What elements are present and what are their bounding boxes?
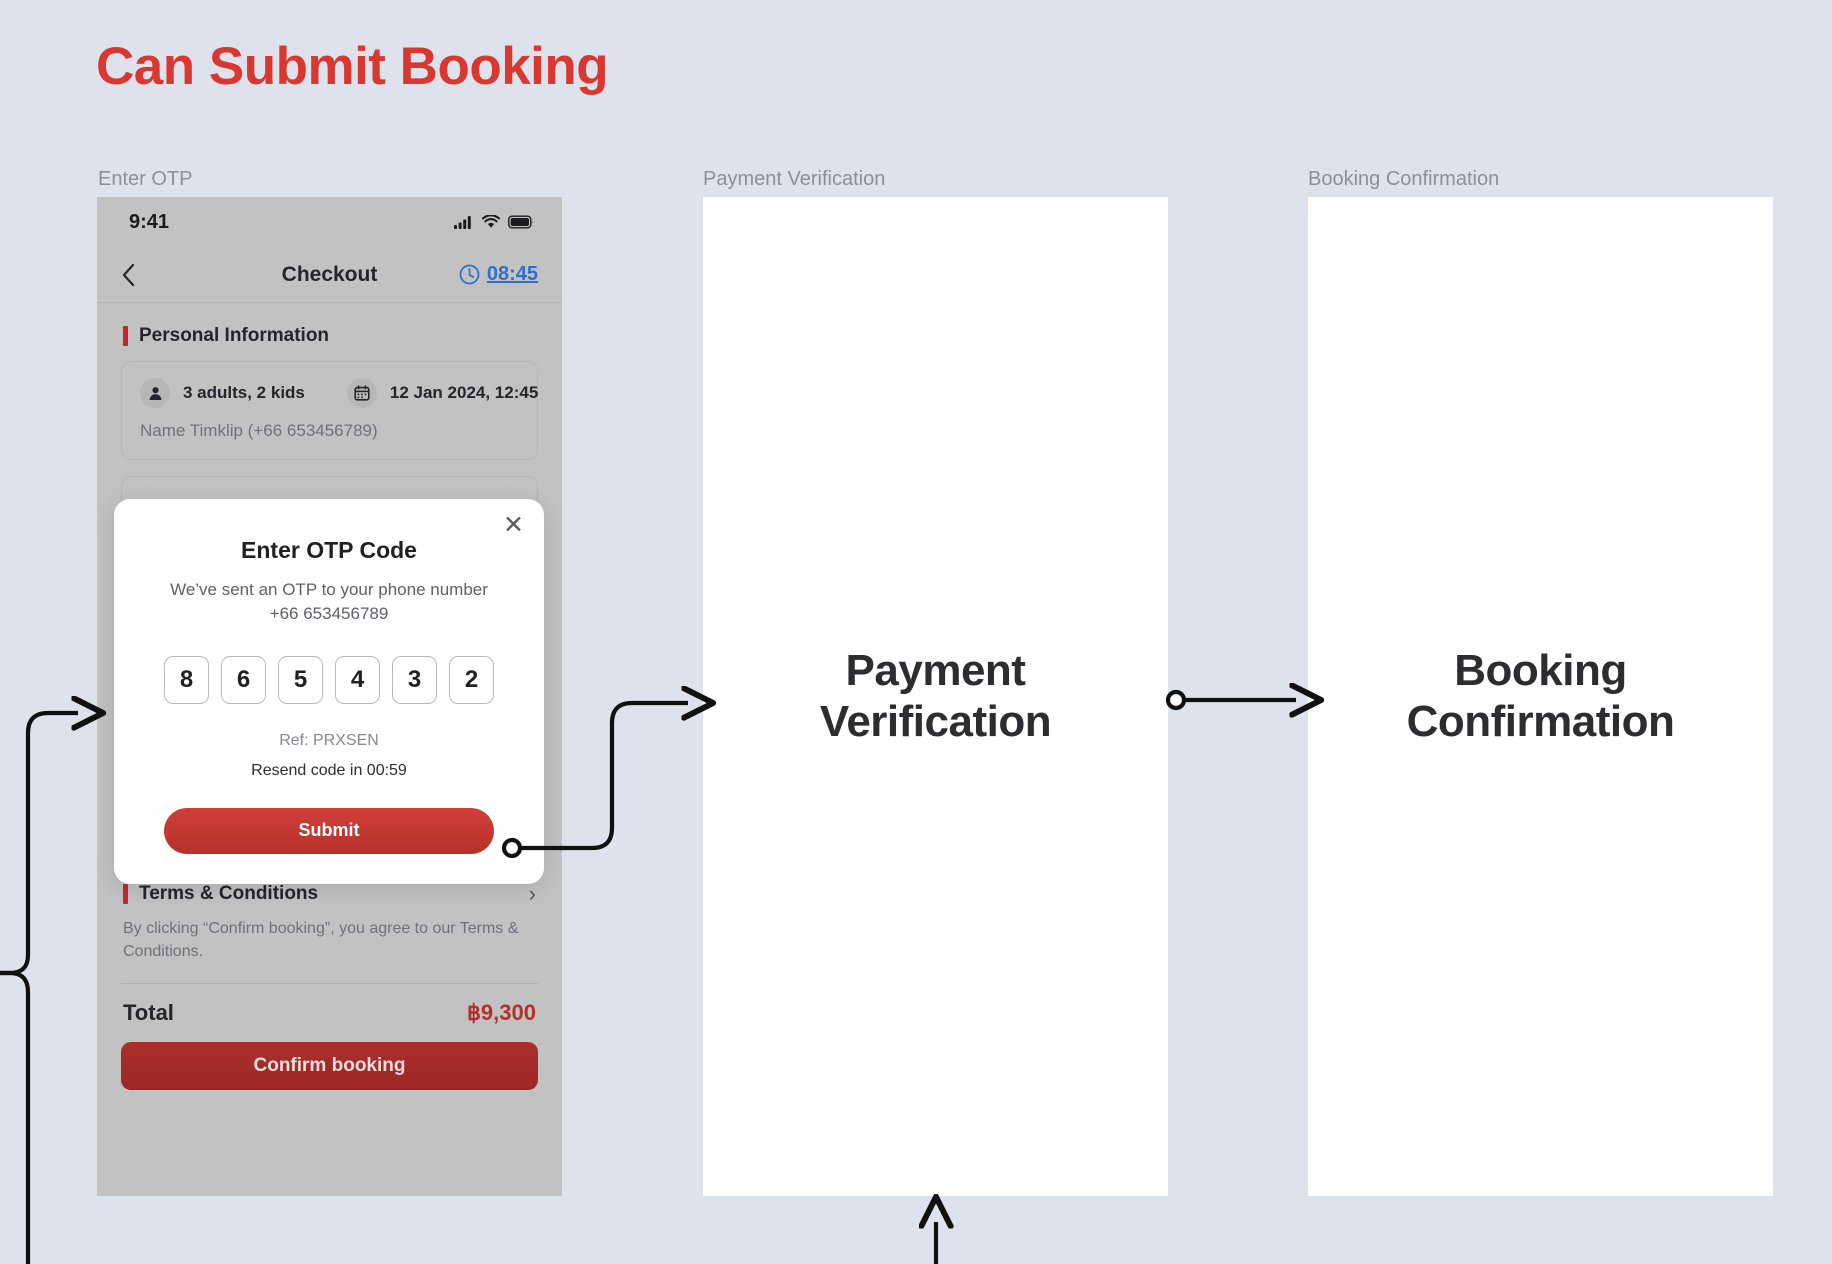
- otp-modal: ✕ Enter OTP Code We’ve sent an OTP to yo…: [114, 499, 544, 884]
- section-personal-information: Personal Information: [97, 303, 562, 347]
- payment-verification-frame: Payment Verification: [703, 197, 1168, 1196]
- connector-source-dot-payment: [1165, 689, 1187, 711]
- connector-incoming-left: [0, 713, 78, 976]
- section-accent-bar: [123, 326, 128, 346]
- otp-input-group[interactable]: 8 6 5 4 3 2: [140, 655, 518, 704]
- nav-bar: Checkout 08:45: [97, 247, 562, 303]
- confirm-booking-button[interactable]: Confirm booking: [121, 1042, 538, 1091]
- booking-confirmation-frame: Booking Confirmation: [1308, 197, 1773, 1196]
- back-button[interactable]: [121, 263, 155, 287]
- booking-confirmation-title-line1: Booking: [1454, 645, 1627, 695]
- booking-datetime: 12 Jan 2024, 12:45: [389, 383, 539, 402]
- battery-icon: [508, 215, 534, 229]
- otp-subtitle-phone: +66 653456789: [269, 603, 389, 623]
- personal-information-row: 3 adults, 2 kids 12 Jan 2024, 12:45: [140, 378, 538, 408]
- calendar-icon: [346, 378, 377, 408]
- section-title: Terms & Conditions: [139, 883, 319, 904]
- wifi-icon: [482, 215, 500, 228]
- section-title: Personal Information: [139, 325, 330, 346]
- otp-digit-5[interactable]: 3: [392, 655, 437, 704]
- connector-offscreen-tail: [0, 970, 31, 1264]
- booking-confirmation-title-line2: Confirmation: [1406, 696, 1675, 746]
- signal-icon: [454, 216, 471, 229]
- submit-button[interactable]: Submit: [164, 807, 494, 854]
- frame-label-booking-confirmation: Booking Confirmation: [1308, 168, 1500, 190]
- contact-details: Name Timklip (+66 653456789): [140, 421, 378, 440]
- chevron-right-icon[interactable]: ›: [528, 881, 536, 906]
- divider: [121, 983, 538, 985]
- otp-digit-1[interactable]: 8: [164, 655, 209, 704]
- otp-reference: Ref: PRXSEN: [279, 731, 379, 749]
- otp-resend-timer: Resend code in 00:59: [251, 761, 407, 779]
- payment-verification-title-line2: Verification: [819, 696, 1052, 746]
- section-accent-bar: [123, 884, 128, 904]
- status-icons: [454, 215, 534, 229]
- payment-verification-title: Payment Verification: [819, 645, 1052, 747]
- total-value: ฿9,300: [466, 1000, 536, 1026]
- otp-digit-4[interactable]: 4: [335, 655, 380, 704]
- otp-digit-2[interactable]: 6: [221, 655, 266, 704]
- booking-confirmation-title: Booking Confirmation: [1407, 646, 1675, 747]
- close-icon[interactable]: ✕: [503, 511, 524, 539]
- enter-otp-frame: 9:41 Checko: [97, 197, 562, 1196]
- total-label: Total: [123, 1000, 174, 1026]
- guest-count: 3 adults, 2 kids: [183, 383, 305, 402]
- chevron-left-icon: [122, 263, 135, 286]
- total-row: Total ฿9,300: [97, 984, 562, 1026]
- personal-information-card[interactable]: 3 adults, 2 kids 12 Jan 2024, 12:45 Name…: [121, 361, 538, 460]
- frame-label-enter-otp: Enter OTP: [98, 168, 193, 190]
- otp-subtitle-line1: We’ve sent an OTP to your phone number: [170, 580, 488, 599]
- clock-icon: [459, 264, 480, 285]
- session-timer[interactable]: 08:45: [459, 263, 538, 286]
- otp-modal-subtitle: We’ve sent an OTP to your phone number +…: [140, 578, 518, 626]
- otp-modal-title: Enter OTP Code: [241, 537, 417, 563]
- frame-label-payment-verification: Payment Verification: [703, 168, 886, 190]
- page-title: Can Submit Booking: [96, 37, 609, 96]
- terms-body-text: By clicking “Confirm booking”, you agree…: [123, 920, 519, 961]
- section-terms-and-conditions[interactable]: Terms & Conditions ›: [97, 861, 562, 905]
- session-timer-value: 08:45: [486, 263, 538, 285]
- status-time: 9:41: [129, 210, 170, 233]
- status-bar: 9:41: [97, 197, 562, 247]
- otp-digit-3[interactable]: 5: [278, 655, 323, 704]
- payment-verification-title-line1: Payment: [845, 645, 1026, 695]
- otp-digit-6[interactable]: 2: [449, 655, 494, 704]
- person-icon: [140, 378, 170, 408]
